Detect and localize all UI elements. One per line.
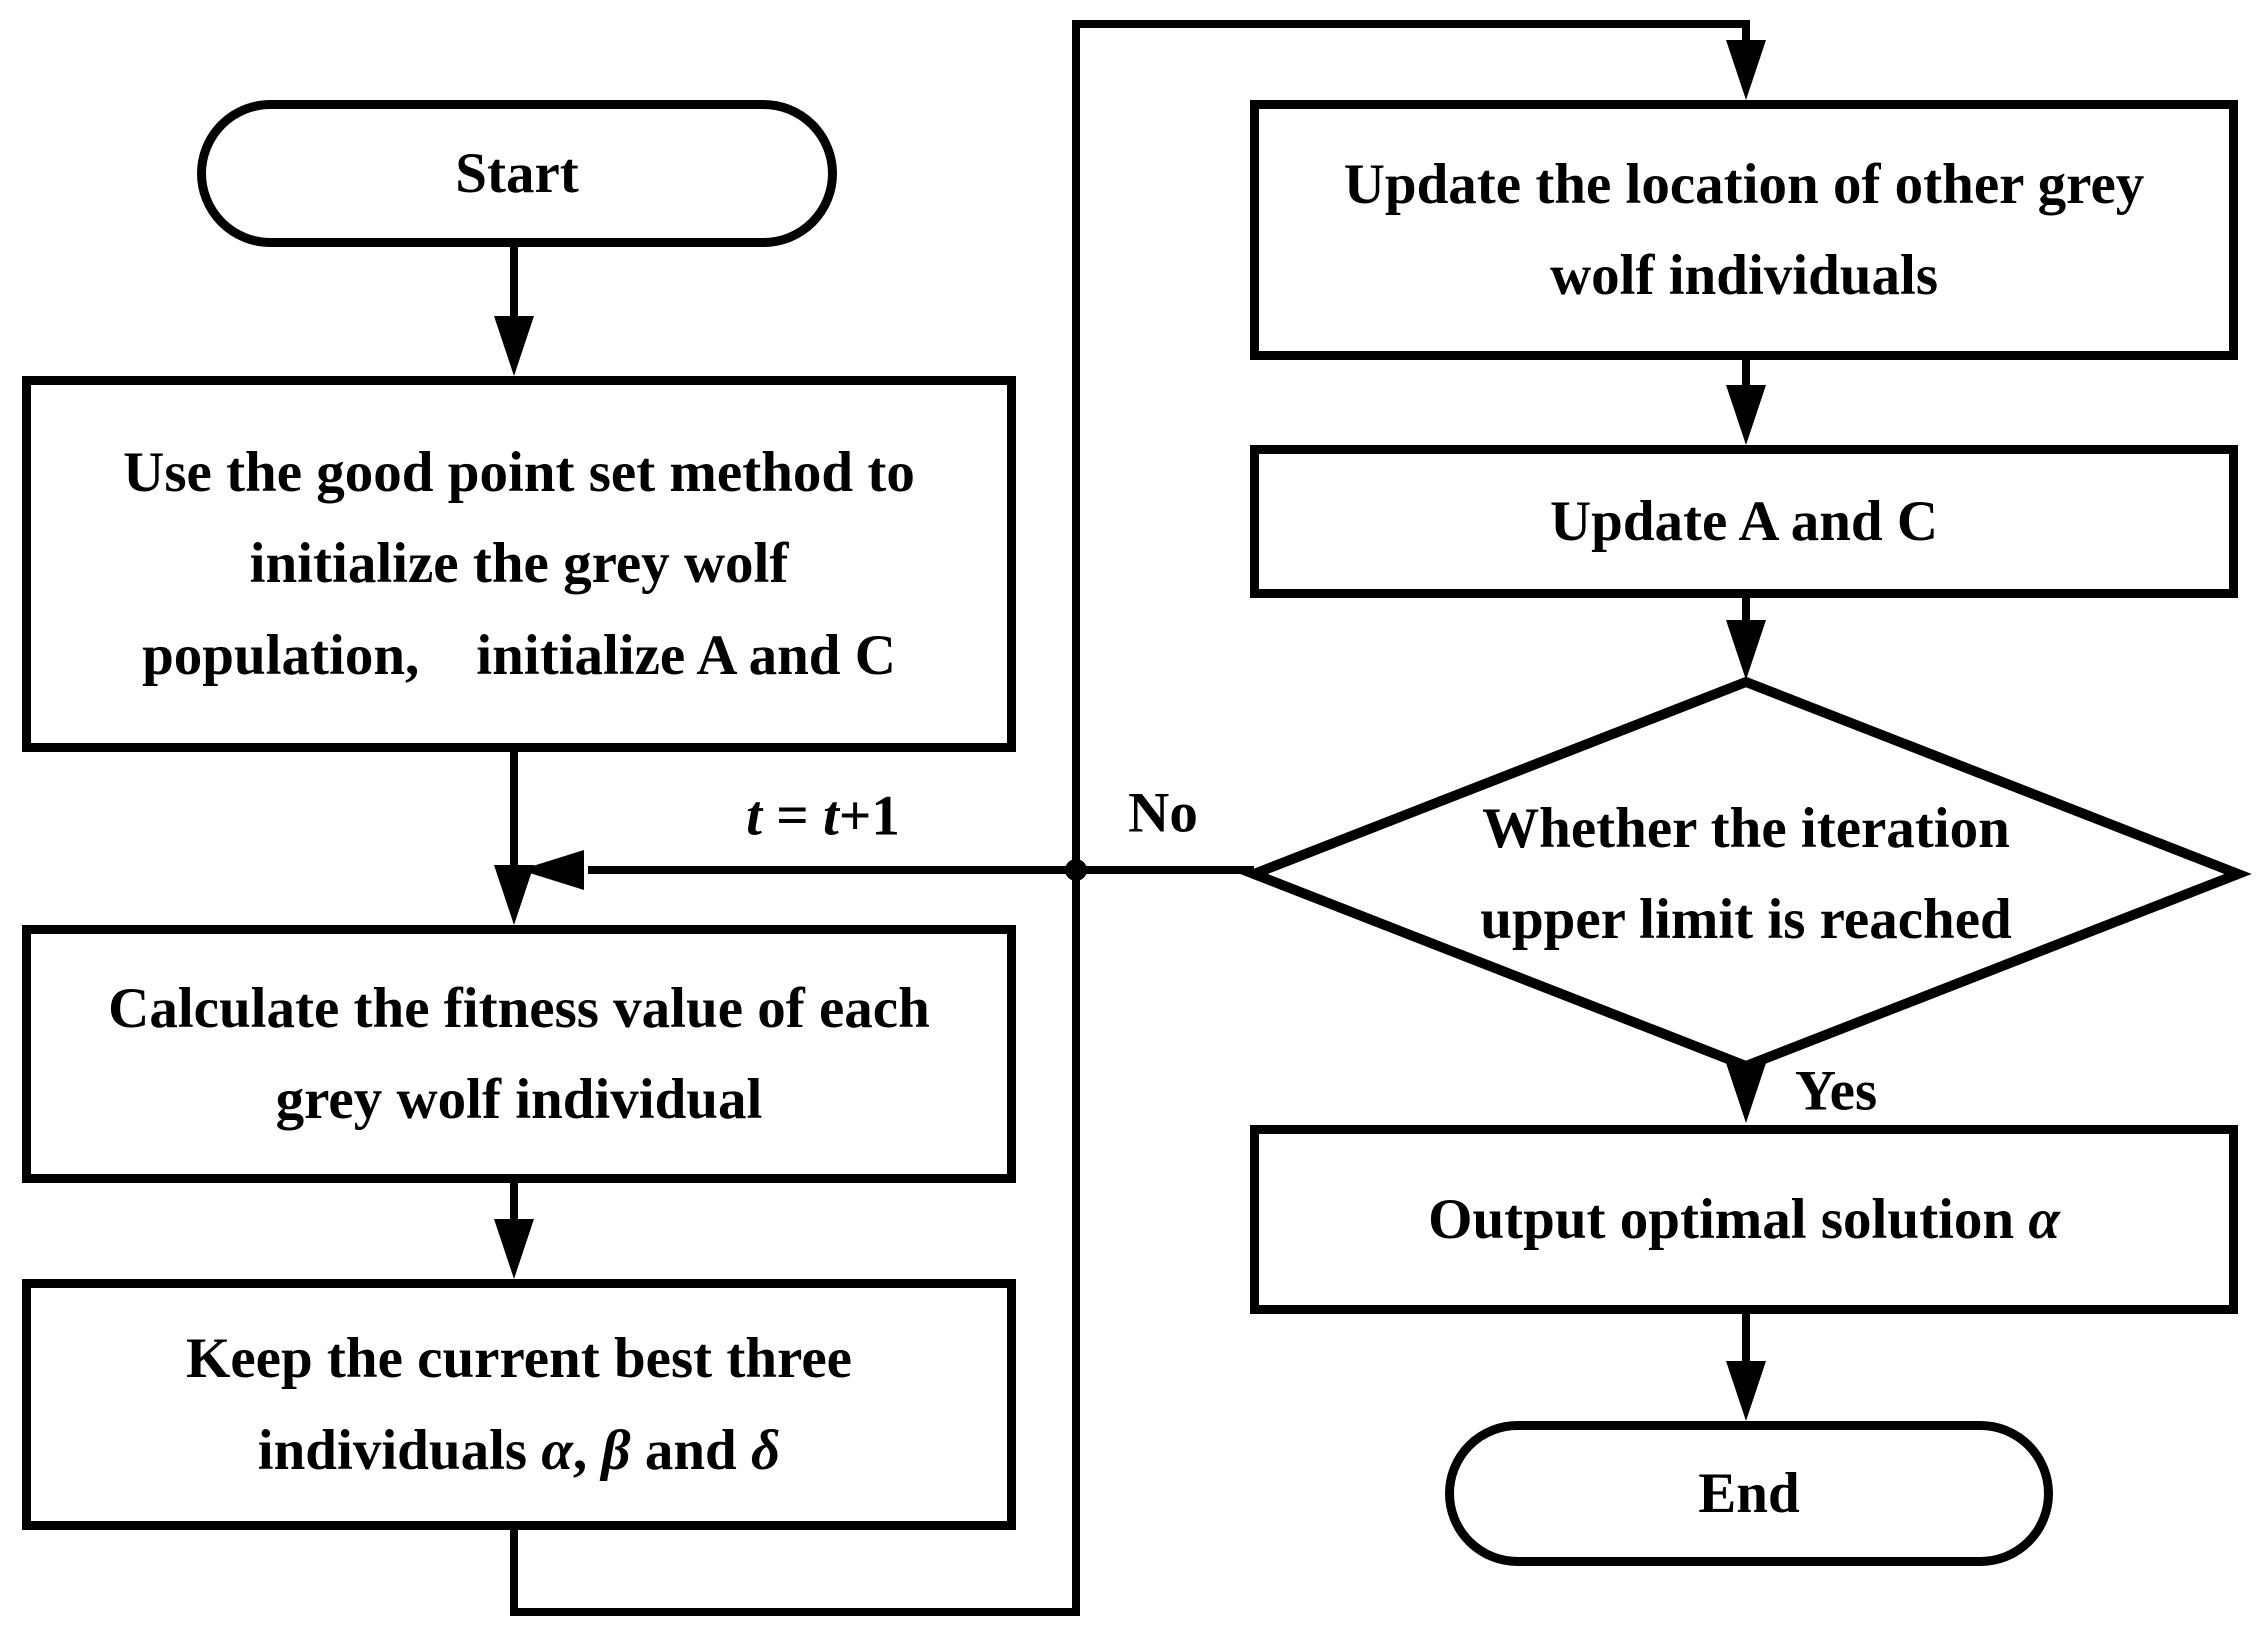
output-solution-box: Output optimal solution α <box>1250 1125 2238 1314</box>
update-a-c-label: Update A and C <box>1549 489 1939 553</box>
init-population-box: Use the good point set method to initial… <box>22 376 1016 752</box>
arrowhead-start-to-init <box>494 316 534 376</box>
init-line-3: population, initialize A and C <box>142 623 896 687</box>
arrowhead-output-to-end <box>1726 1361 1766 1421</box>
t-update-label: t = t+1 <box>746 784 900 849</box>
arrowhead-init-to-fitness <box>494 865 534 925</box>
init-line-2: initialize the grey wolf <box>249 532 789 596</box>
keep-line-2: individuals α, β and δ <box>258 1405 780 1496</box>
keep-comma: , <box>572 1418 602 1482</box>
arrowhead-loop-to-update <box>1726 40 1766 100</box>
yes-label: Yes <box>1794 1059 1878 1123</box>
update-location-line-1: Update the location of other grey <box>1343 152 2145 216</box>
update-a-c-box: Update A and C <box>1250 445 2238 598</box>
update-location-box: Update the location of other grey wolf i… <box>1250 100 2238 360</box>
arrowhead-updateac-to-decision <box>1726 620 1766 680</box>
alpha-symbol: α <box>541 1418 573 1482</box>
delta-symbol: δ <box>751 1418 781 1482</box>
keep-best-box: Keep the current best three individuals … <box>22 1279 1016 1530</box>
keep-line-1: Keep the current best three <box>186 1327 852 1391</box>
arrowhead-yes-to-output <box>1726 1063 1766 1123</box>
init-line-1: Use the good point set method to <box>123 441 915 505</box>
arrowhead-updateloc-to-updateac <box>1726 385 1766 445</box>
decision-line-2: upper limit is reached <box>1480 888 2012 951</box>
fitness-line-1: Calculate the fitness value of each <box>108 976 930 1040</box>
decision-label: Whether the iteration upper limit is rea… <box>1296 782 2196 966</box>
calculate-fitness-box: Calculate the fitness value of each grey… <box>22 925 1016 1183</box>
output-alpha-symbol: α <box>2028 1187 2060 1251</box>
end-node: End <box>1445 1421 2053 1566</box>
t-equals: = <box>762 784 823 848</box>
arrowhead-no-feedback <box>520 850 584 890</box>
end-label: End <box>1698 1461 1800 1525</box>
fitness-line-2: grey wolf individual <box>275 1068 763 1131</box>
keep-line-2-prefix: individuals <box>257 1418 542 1482</box>
update-location-line-2: wolf individuals <box>1549 244 1939 307</box>
t-symbol-2: t <box>823 784 839 848</box>
keep-and: and <box>630 1418 752 1482</box>
output-label: Output optimal solution α <box>1428 1174 2060 1265</box>
beta-symbol: β <box>601 1418 631 1482</box>
t-plus-one: +1 <box>838 784 900 848</box>
t-symbol-1: t <box>746 784 763 848</box>
decision-line-1: Whether the iteration <box>1482 796 2010 860</box>
arrowhead-fitness-to-keep <box>494 1219 534 1279</box>
no-label: No <box>1128 781 1198 845</box>
output-prefix: Output optimal solution <box>1428 1187 2029 1251</box>
edge-loop-keep-to-update <box>510 20 1750 1616</box>
start-label: Start <box>455 141 579 205</box>
start-node: Start <box>197 100 837 247</box>
